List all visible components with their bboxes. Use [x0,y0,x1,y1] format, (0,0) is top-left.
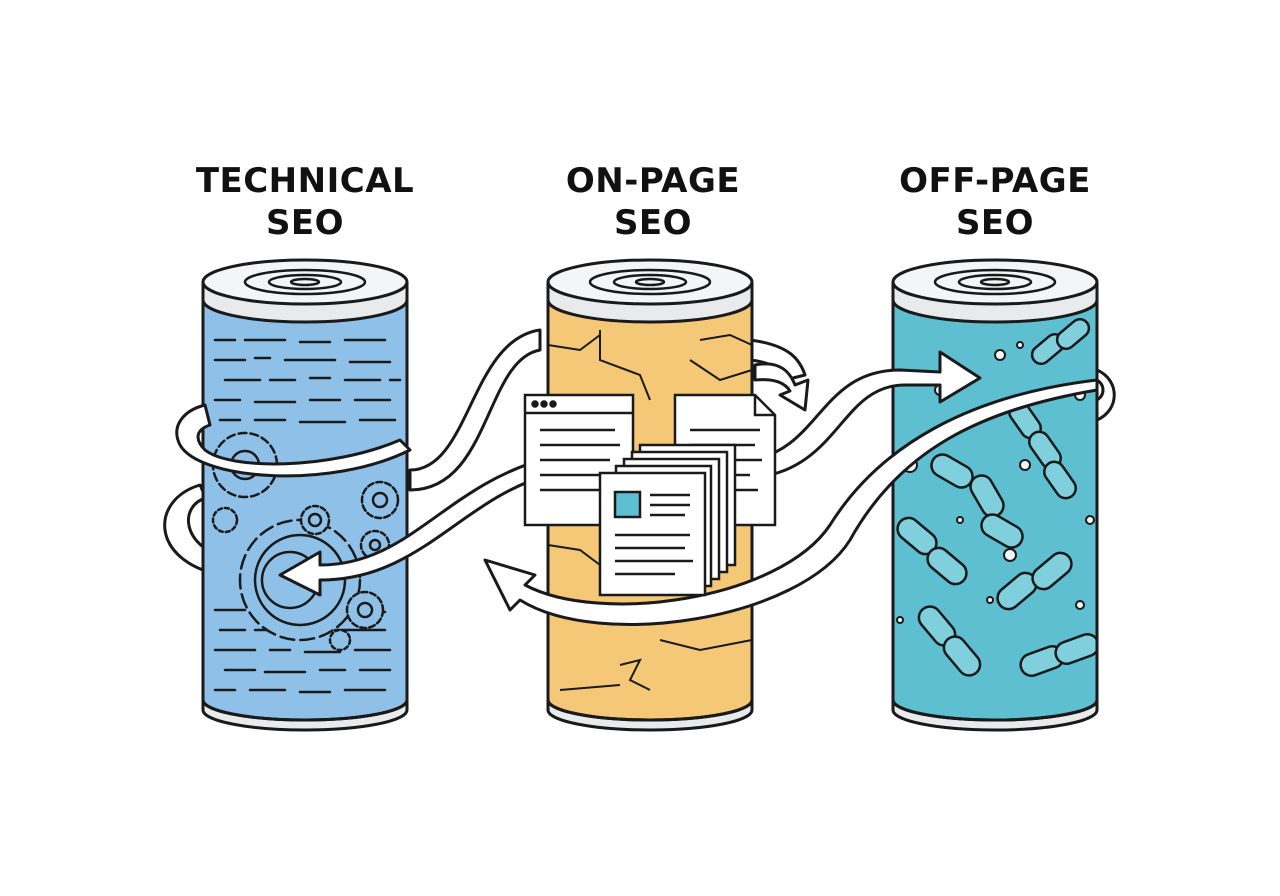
stacked-pages-icon [600,445,735,595]
pillar-technical-seo [203,260,407,730]
pillar-cap-technical [203,260,407,322]
pillar-cap-onpage [548,260,752,322]
pillar-cap-offpage [893,260,1097,322]
pillar-off-page-seo [893,260,1101,730]
arrow-wrap-offpage [1097,370,1114,420]
